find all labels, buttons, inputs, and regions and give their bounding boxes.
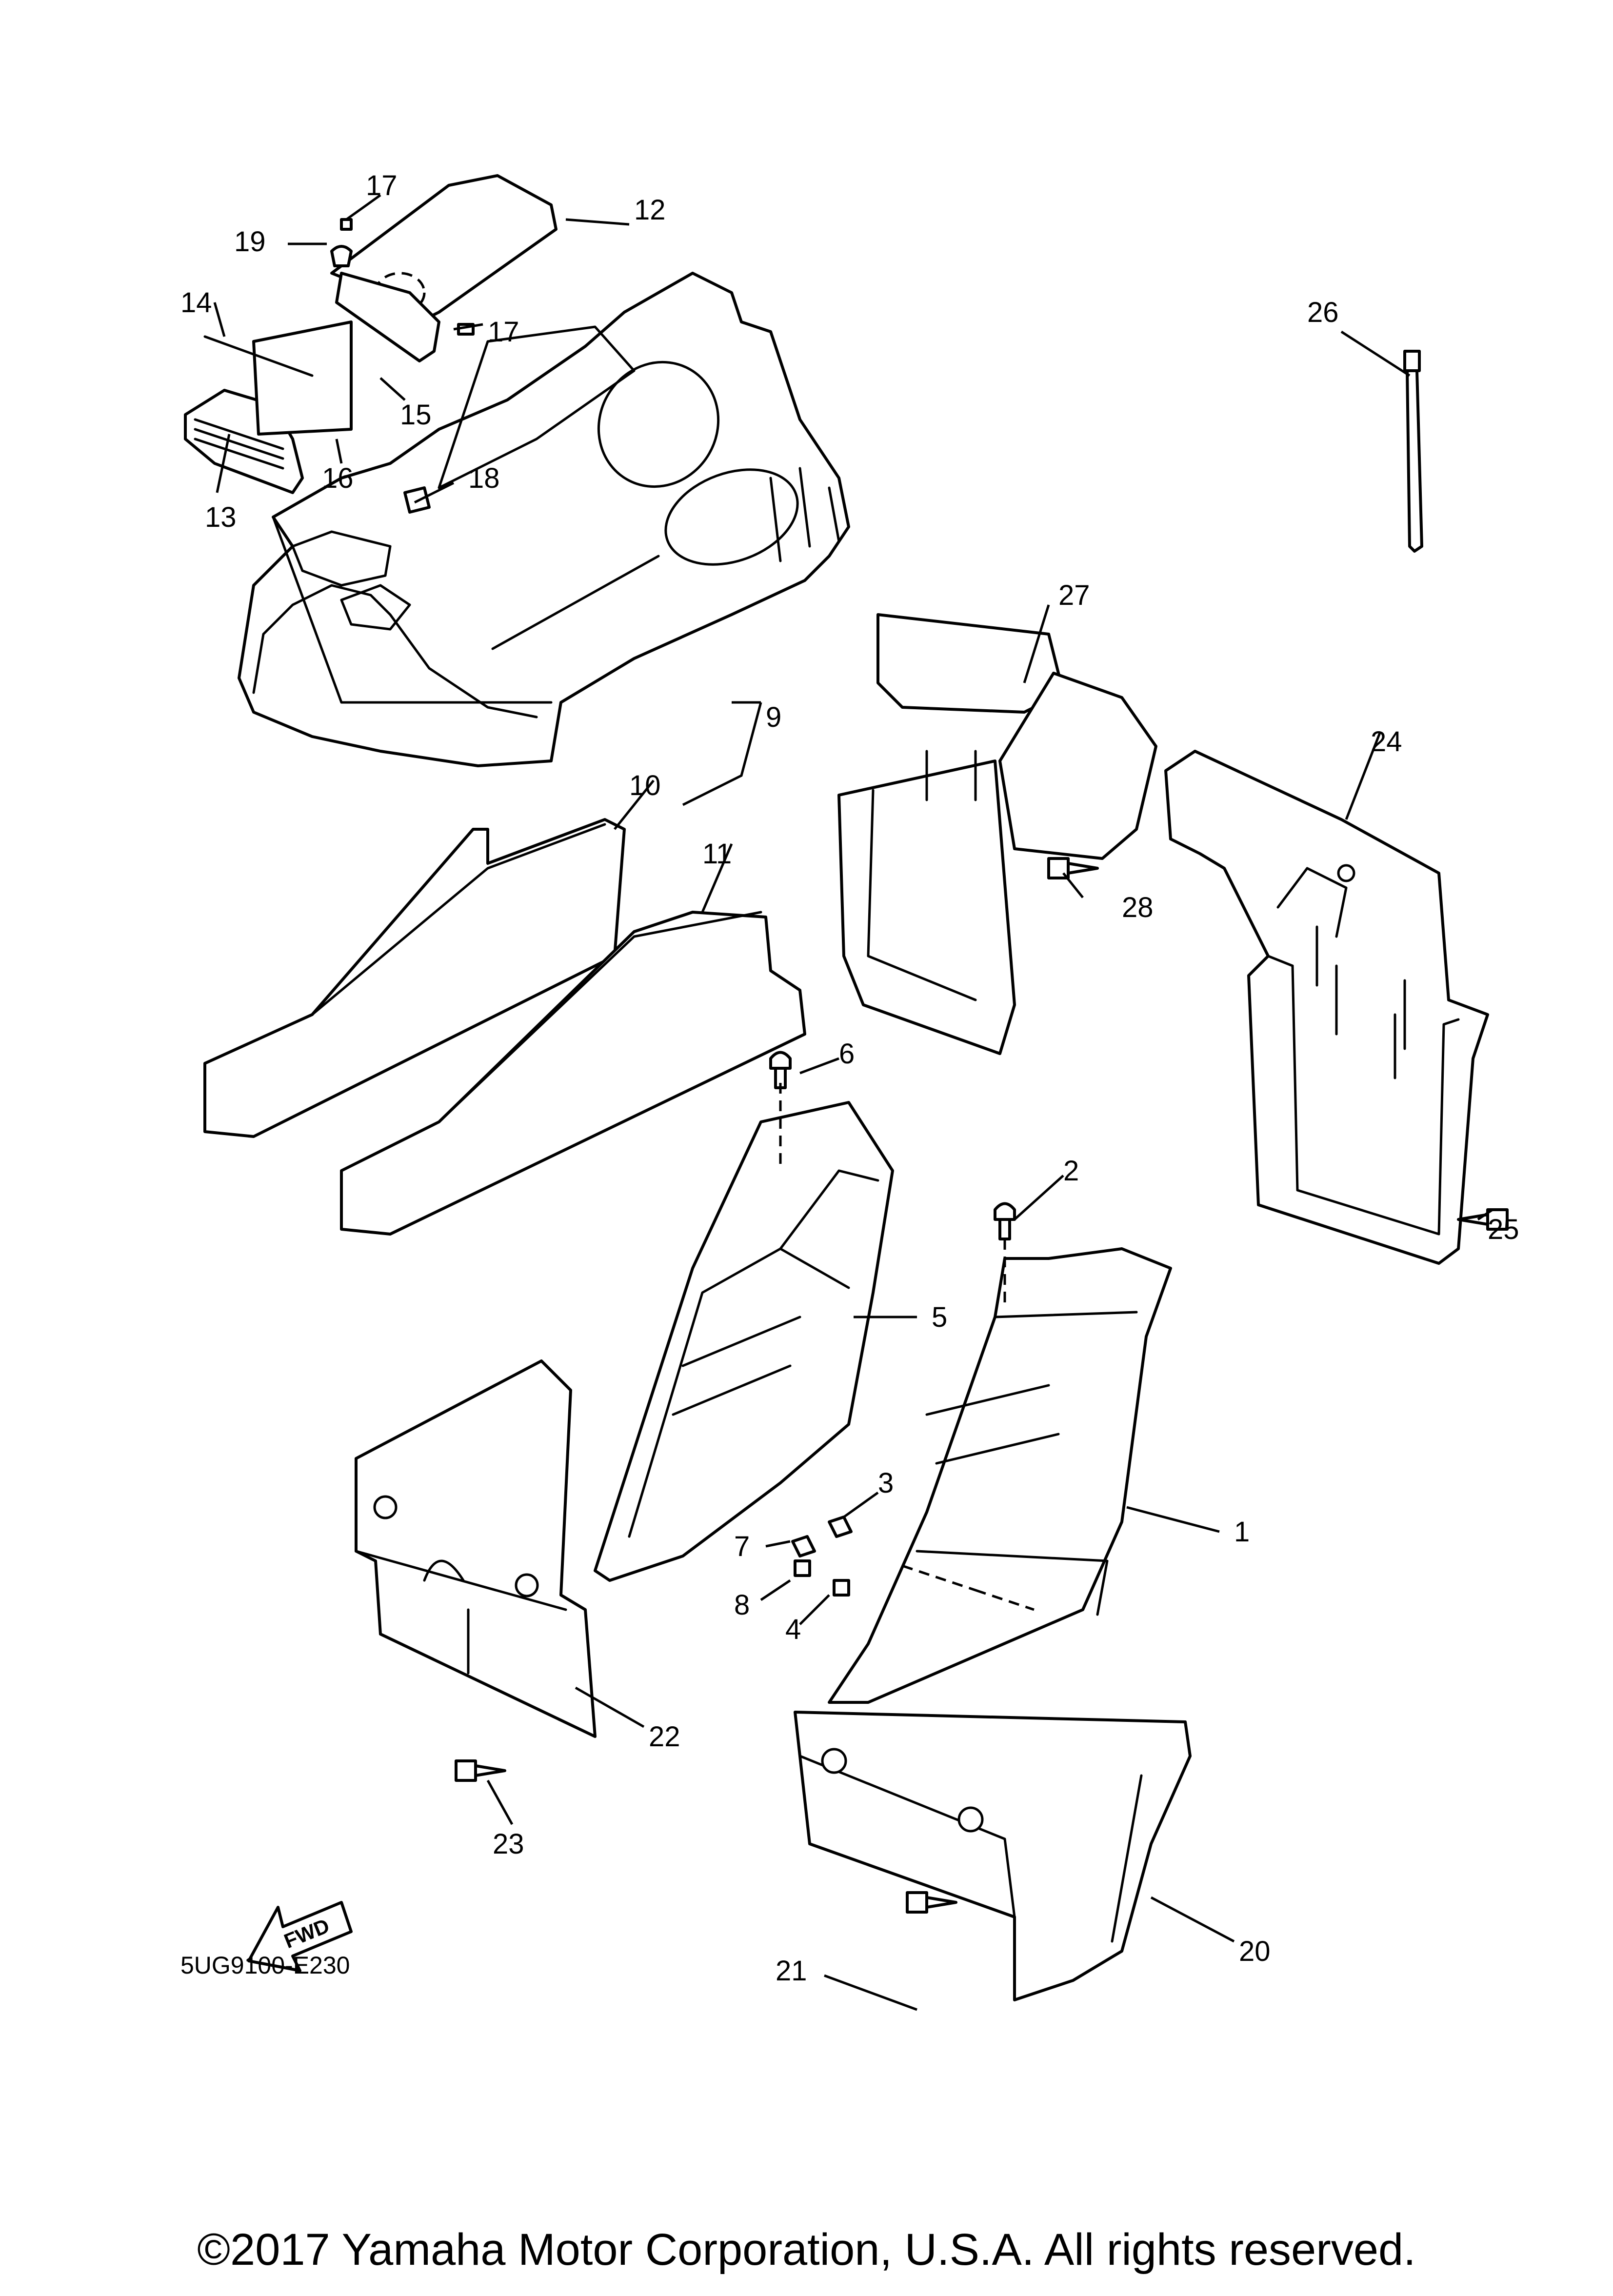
callout-6: 6 bbox=[839, 1038, 855, 1070]
callout-13: 13 bbox=[205, 501, 237, 533]
callout-24: 24 bbox=[1371, 726, 1402, 758]
fasteners bbox=[330, 218, 1509, 1914]
callout-20: 20 bbox=[1239, 1936, 1271, 1967]
outer-side-cover-part bbox=[828, 1247, 1172, 1704]
callout-19: 19 bbox=[234, 226, 266, 258]
callout-28: 28 bbox=[1122, 892, 1154, 923]
cable-tie-part bbox=[1403, 350, 1423, 553]
callout-1: 1 bbox=[1234, 1516, 1250, 1548]
callout-26: 26 bbox=[1307, 297, 1339, 328]
side-duct-lower-part bbox=[340, 911, 806, 1236]
callout-7: 7 bbox=[734, 1531, 750, 1562]
callout-15: 15 bbox=[400, 399, 432, 431]
callout-16: 16 bbox=[322, 462, 354, 494]
callout-9: 9 bbox=[766, 701, 781, 733]
callout-17-top: 17 bbox=[366, 170, 398, 201]
callout-23: 23 bbox=[493, 1828, 524, 1860]
lower-left-cover-part bbox=[355, 1359, 597, 1738]
callout-17-right: 17 bbox=[488, 316, 519, 348]
callout-14: 14 bbox=[180, 287, 212, 319]
copyright-notice: ©2017 Yamaha Motor Corporation, U.S.A. A… bbox=[197, 2225, 1416, 2275]
callout-18: 18 bbox=[468, 462, 500, 494]
electrical-box-part bbox=[837, 613, 1157, 1055]
callout-labels: 1 2 3 4 5 6 7 8 9 10 11 12 13 14 15 16 1… bbox=[180, 170, 1519, 1987]
inner-side-cover-part bbox=[594, 1101, 894, 1582]
callout-12: 12 bbox=[634, 194, 666, 226]
callout-22: 22 bbox=[649, 1721, 680, 1753]
callout-8: 8 bbox=[734, 1589, 750, 1621]
callout-10: 10 bbox=[629, 770, 661, 801]
grille-filter-part bbox=[184, 320, 353, 494]
vent-cap-part bbox=[330, 174, 558, 362]
callout-3: 3 bbox=[878, 1467, 894, 1499]
leader-lines bbox=[213, 194, 1494, 2011]
callout-27: 27 bbox=[1058, 579, 1090, 611]
rear-panel-part bbox=[1164, 750, 1489, 1265]
callout-25: 25 bbox=[1488, 1214, 1519, 1245]
callout-11: 11 bbox=[702, 838, 732, 870]
callout-4: 4 bbox=[785, 1614, 801, 1645]
callout-2: 2 bbox=[1063, 1155, 1079, 1187]
lower-right-cover-part bbox=[794, 1711, 1192, 2001]
upper-hood-part bbox=[238, 272, 850, 767]
forward-arrow-icon: FWD bbox=[247, 1901, 353, 1972]
callout-5: 5 bbox=[932, 1301, 947, 1333]
diagram-reference-code: 5UG9100-E230 bbox=[180, 1952, 350, 1979]
side-duct-upper-part bbox=[203, 818, 626, 1138]
callout-21: 21 bbox=[776, 1955, 807, 1987]
